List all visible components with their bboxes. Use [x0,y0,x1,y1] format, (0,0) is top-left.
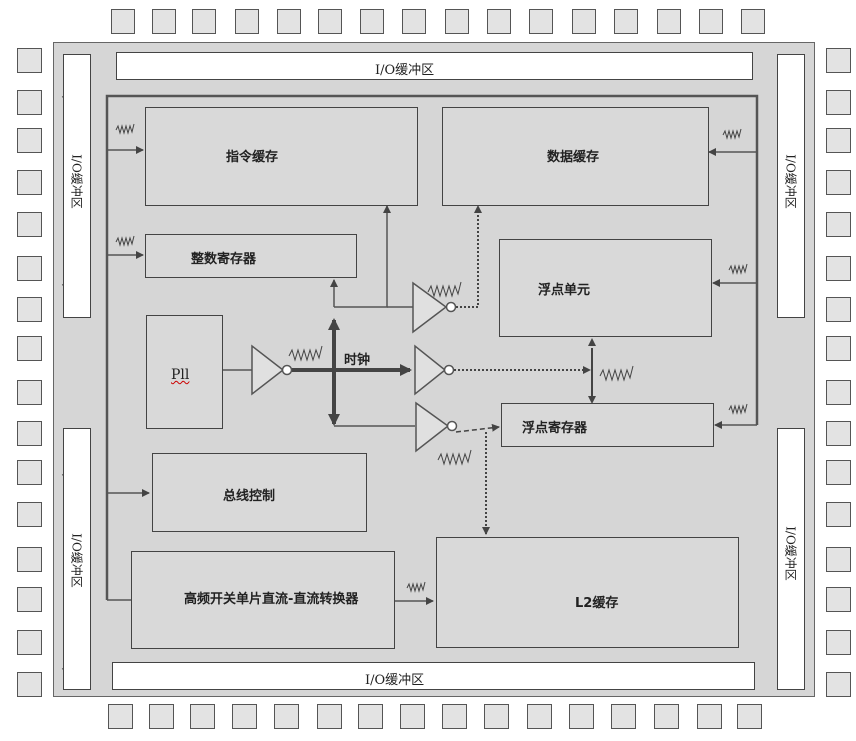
pin [826,170,851,195]
pin [826,48,851,73]
pin [826,460,851,485]
pin [826,547,851,572]
pin [826,672,851,697]
pin [699,9,723,34]
pin [400,704,425,729]
integer-register-label: 整数寄存器 [191,252,257,267]
pin [529,9,553,34]
pin [826,256,851,281]
pin [17,587,42,612]
io-buffer-bottom-label: I/O缓冲区 [365,673,425,688]
pin [17,502,42,527]
io-buffer-top-label: I/O缓冲区 [375,63,435,78]
pin [826,212,851,237]
block-pll: Pll [146,315,223,429]
io-buffer-left-lower-label: I/O缓冲区 [69,533,84,588]
io-buffer-right-upper-label: I/O缓冲区 [783,154,798,209]
pin [826,587,851,612]
io-buffer-right-upper: I/O缓冲区 [777,54,805,318]
l2-cache-label: L2缓存 [575,596,619,611]
pin [17,380,42,405]
pin [826,502,851,527]
pll-label: Pll [171,367,190,383]
pin [111,9,135,34]
pin [572,9,596,34]
pin [318,9,342,34]
pin [487,9,511,34]
buffer-upper [251,281,458,453]
block-floating-point-register: 浮点寄存器 [501,403,714,447]
bus-control-label: 总线控制 [223,489,276,504]
block-instruction-cache: 指令缓存 [145,107,418,206]
pin [317,704,342,729]
io-buffer-top: I/O缓冲区 [116,52,753,80]
pin [358,704,383,729]
pin [17,336,42,361]
pin [17,48,42,73]
pin [442,704,467,729]
floating-point-unit-label: 浮点单元 [538,283,591,298]
block-data-cache: 数据缓存 [442,107,709,206]
pin [190,704,215,729]
pin [108,704,133,729]
pin [737,704,762,729]
pin [17,170,42,195]
io-buffer-right-lower: I/O缓冲区 [777,428,805,690]
pin [826,90,851,115]
pin [614,9,638,34]
pin [17,421,42,446]
data-cache-label: 数据缓存 [547,150,600,165]
pin [484,704,509,729]
pin [235,9,259,34]
pin [17,547,42,572]
pin [17,90,42,115]
pin [17,297,42,322]
dc-dc-converter-label: 高频开关单片直流-直流转换器 [184,592,359,607]
block-bus-control: 总线控制 [152,453,367,532]
pin [741,9,765,34]
io-buffer-right-lower-label: I/O缓冲区 [783,526,798,581]
block-l2-cache: L2缓存 [436,537,739,648]
pin [274,704,299,729]
pin [826,336,851,361]
pin [657,9,681,34]
pin [826,380,851,405]
io-buffer-left-upper-label: I/O缓冲区 [69,154,84,209]
pin [569,704,594,729]
pin [17,212,42,237]
clock-label: 时钟 [344,353,371,368]
pin [152,9,176,34]
pin [17,630,42,655]
pin [826,630,851,655]
pin [611,704,636,729]
block-dc-dc-converter: 高频开关单片直流-直流转换器 [131,551,395,649]
pin [17,128,42,153]
pin [149,704,174,729]
pin [17,672,42,697]
floating-point-register-label: 浮点寄存器 [522,421,588,436]
pin [402,9,426,34]
pin [826,128,851,153]
block-integer-register: 整数寄存器 [145,234,357,278]
pin [697,704,722,729]
pin [232,704,257,729]
io-buffer-bottom: I/O缓冲区 [112,662,755,690]
io-buffer-left-lower: I/O缓冲区 [63,428,91,690]
pin [527,704,552,729]
io-buffer-left-upper: I/O缓冲区 [63,54,91,318]
pin [826,297,851,322]
pin [17,460,42,485]
pin [192,9,216,34]
block-floating-point-unit: 浮点单元 [499,239,712,337]
pin [17,256,42,281]
pin [654,704,679,729]
pin [826,421,851,446]
pin [277,9,301,34]
pin [360,9,384,34]
pin [445,9,469,34]
instruction-cache-label: 指令缓存 [226,150,279,165]
